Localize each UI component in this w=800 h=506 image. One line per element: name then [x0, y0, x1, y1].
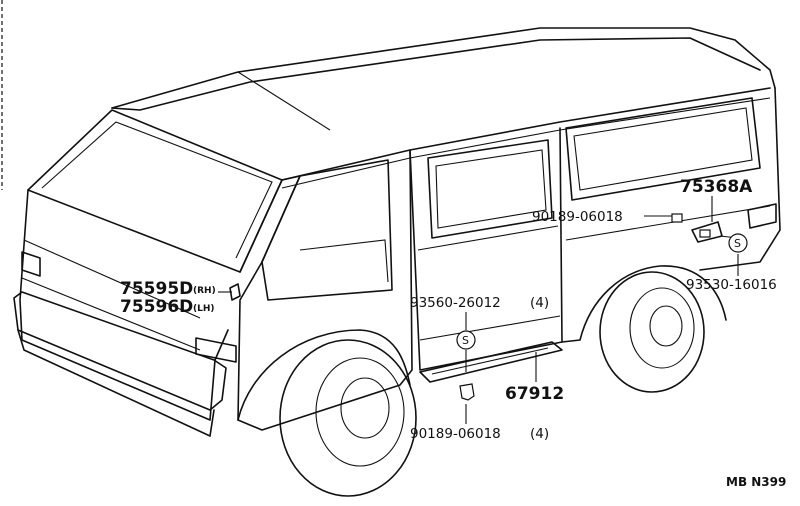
front-windshield	[27, 109, 283, 273]
sliding-door-panel-line	[417, 225, 559, 251]
left-headlight	[21, 251, 41, 277]
roof-crease	[237, 71, 331, 131]
label-93560: 93560-26012	[410, 295, 501, 311]
label-93560-qty: (4)	[530, 295, 549, 311]
windshield-inner	[41, 121, 273, 259]
front-door	[237, 149, 413, 431]
label-75595d: 75595D	[120, 279, 193, 299]
front-hub	[340, 377, 390, 439]
front-door-window	[261, 159, 393, 301]
body-beltline-second	[281, 97, 771, 189]
label-75368a: 75368A	[680, 177, 753, 197]
s-symbol-letter: S	[734, 237, 741, 250]
front-tire	[279, 339, 417, 497]
front-bumper	[13, 291, 227, 411]
sliding-door-rail	[419, 315, 561, 341]
body-beltline-top	[281, 87, 771, 181]
front-rim	[315, 357, 405, 467]
rear-side-window-inner	[573, 107, 753, 191]
label-93530: 93530-16016	[686, 277, 777, 293]
right-headlight	[195, 337, 237, 363]
rear-tire	[599, 271, 705, 393]
s-symbol-93530-icon	[728, 233, 748, 253]
diagram-code: MB N399	[726, 475, 786, 489]
rear-side-window	[565, 97, 761, 201]
label-75595d-side: (RH)	[193, 286, 216, 296]
rear-lower-body	[561, 265, 727, 343]
handle-bolt-icon	[699, 229, 711, 238]
rear-body-line	[565, 205, 771, 241]
front-bumper-lower	[17, 329, 215, 437]
step-plate-67912	[419, 341, 563, 383]
body-rear-corner	[699, 87, 781, 271]
sliding-door-window	[427, 139, 553, 239]
front-grille-line	[21, 277, 201, 351]
clip-90189-bottom-icon	[459, 383, 475, 401]
s-symbol-93560-icon	[456, 330, 476, 350]
label-90189-bottom-qty: (4)	[530, 426, 549, 442]
clip-90189-top-icon	[671, 213, 683, 223]
label-90189-top: 90189-06018	[532, 209, 623, 225]
label-67912: 67912	[505, 384, 564, 404]
front-door-window-inner	[299, 239, 389, 283]
label-75596d: 75596D	[120, 297, 193, 317]
sliding-door-window-inner	[435, 149, 547, 229]
label-75596d-side: (LH)	[193, 304, 215, 314]
fuel-lid	[747, 203, 777, 229]
a-pillar	[239, 175, 301, 273]
emblem-75595d	[229, 283, 241, 301]
sliding-door-frame	[409, 127, 563, 371]
rear-rim	[629, 287, 695, 369]
rear-hub	[649, 305, 683, 347]
van-roof	[111, 27, 776, 109]
van-front-face	[19, 189, 229, 421]
step-plate-ridge	[431, 347, 549, 375]
front-wheel-arch	[237, 329, 411, 421]
s-symbol-letter: S	[462, 334, 469, 347]
van-roof-rear-edge	[111, 37, 761, 111]
front-grille-top	[23, 239, 201, 319]
label-90189-bottom: 90189-06018	[410, 426, 501, 442]
